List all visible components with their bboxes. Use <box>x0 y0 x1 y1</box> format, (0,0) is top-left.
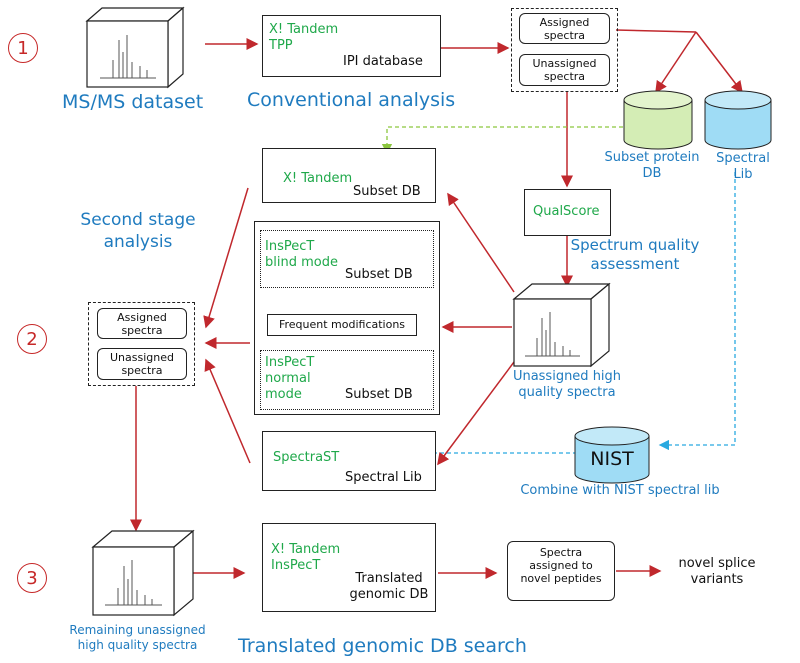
novel-splice-label: novel splice variants <box>678 556 756 587</box>
normal-db-label: Subset DB <box>345 387 413 402</box>
msms-dataset-label: MS/MS dataset <box>62 91 204 113</box>
stage-1-badge: 1 <box>8 33 38 63</box>
arrow-hq-to-spectrast <box>437 361 515 466</box>
arrow-hq-to-xtandem <box>447 192 515 293</box>
qualscore-label: QualScore <box>533 204 600 219</box>
conv-db-label: IPI database <box>343 54 423 69</box>
stage1-unassigned-box: Unassigned spectra <box>519 54 610 86</box>
arrow-assigned-branch <box>615 29 697 33</box>
blind-db-label: Subset DB <box>345 267 413 282</box>
xtandem-subset-box: X! Tandem Subset DB <box>262 148 436 203</box>
spectral-lib-cylinder <box>704 90 772 150</box>
stage2-results-group: Assigned spectra Unassigned spectra <box>88 302 195 386</box>
remaining-spectrum-box <box>91 529 195 617</box>
nist-label: NIST <box>590 448 634 470</box>
conventional-analysis-label: Conventional analysis <box>247 89 456 111</box>
spectral-lib-label: Spectral Lib <box>716 151 770 182</box>
arrow-to-subset-cyl <box>655 31 697 94</box>
stage-3-badge: 3 <box>17 563 47 593</box>
xtandem-tool-label: X! Tandem <box>283 171 353 186</box>
arrow-xtandem-to-box <box>203 187 249 329</box>
inspect-container: InsPecT blind mode Subset DB Frequent mo… <box>254 221 440 415</box>
inspect-blind-label: InsPecT blind mode <box>265 239 338 270</box>
stage-2-badge: 2 <box>17 324 47 354</box>
remaining-label: Remaining unassigned high quality spectr… <box>69 623 206 652</box>
translated-box: X! Tandem InsPecT Translated genomic DB <box>262 523 436 612</box>
inspect-normal-label: InsPecT normal mode <box>265 355 315 402</box>
arrow-spectrast-to-box <box>204 358 251 464</box>
inspect-blind-box: InsPecT blind mode Subset DB <box>260 230 434 288</box>
unassigned-hq-label: Unassigned high quality spectra <box>512 369 622 400</box>
stage2-unassigned-box: Unassigned spectra <box>97 348 187 380</box>
stage1-assigned-box: Assigned spectra <box>519 13 610 44</box>
xtandem-db-label: Subset DB <box>353 184 421 199</box>
subset-protein-db-cylinder <box>623 90 693 150</box>
conv-tools-label: X! Tandem TPP <box>269 22 339 53</box>
spectrast-label: SpectraST <box>273 450 340 465</box>
frequent-mods-box: Frequent modifications <box>267 314 417 336</box>
msms-spectrum-box <box>85 6 185 89</box>
stage1-results-group: Assigned spectra Unassigned spectra <box>511 8 618 92</box>
nist-combine-label: Combine with NIST spectral lib <box>520 483 720 498</box>
subset-protein-db-label: Subset protein DB <box>604 150 700 181</box>
spectrast-db-label: Spectral Lib <box>345 470 422 485</box>
hq-spectrum-box <box>512 282 611 368</box>
arrow-to-speclib-cyl <box>695 31 743 94</box>
translated-tools-label: X! Tandem InsPecT <box>271 542 341 573</box>
conventional-box: X! Tandem TPP IPI database <box>262 15 441 77</box>
spectrast-box: SpectraST Spectral Lib <box>262 431 436 491</box>
dashed-speclib-to-nist <box>658 172 736 451</box>
novel-peptides-box: Spectra assigned to novel peptides <box>507 541 615 601</box>
stage2-assigned-box: Assigned spectra <box>97 308 187 339</box>
second-stage-label: Second stage analysis <box>80 210 196 252</box>
qualscore-box: QualScore <box>524 189 611 236</box>
inspect-normal-box: InsPecT normal mode Subset DB <box>260 350 434 410</box>
translated-search-label: Translated genomic DB search <box>238 635 527 657</box>
spectrum-quality-label: Spectrum quality assessment <box>570 236 700 273</box>
nist-cylinder <box>574 426 650 484</box>
translated-db-label: Translated genomic DB <box>349 571 429 602</box>
